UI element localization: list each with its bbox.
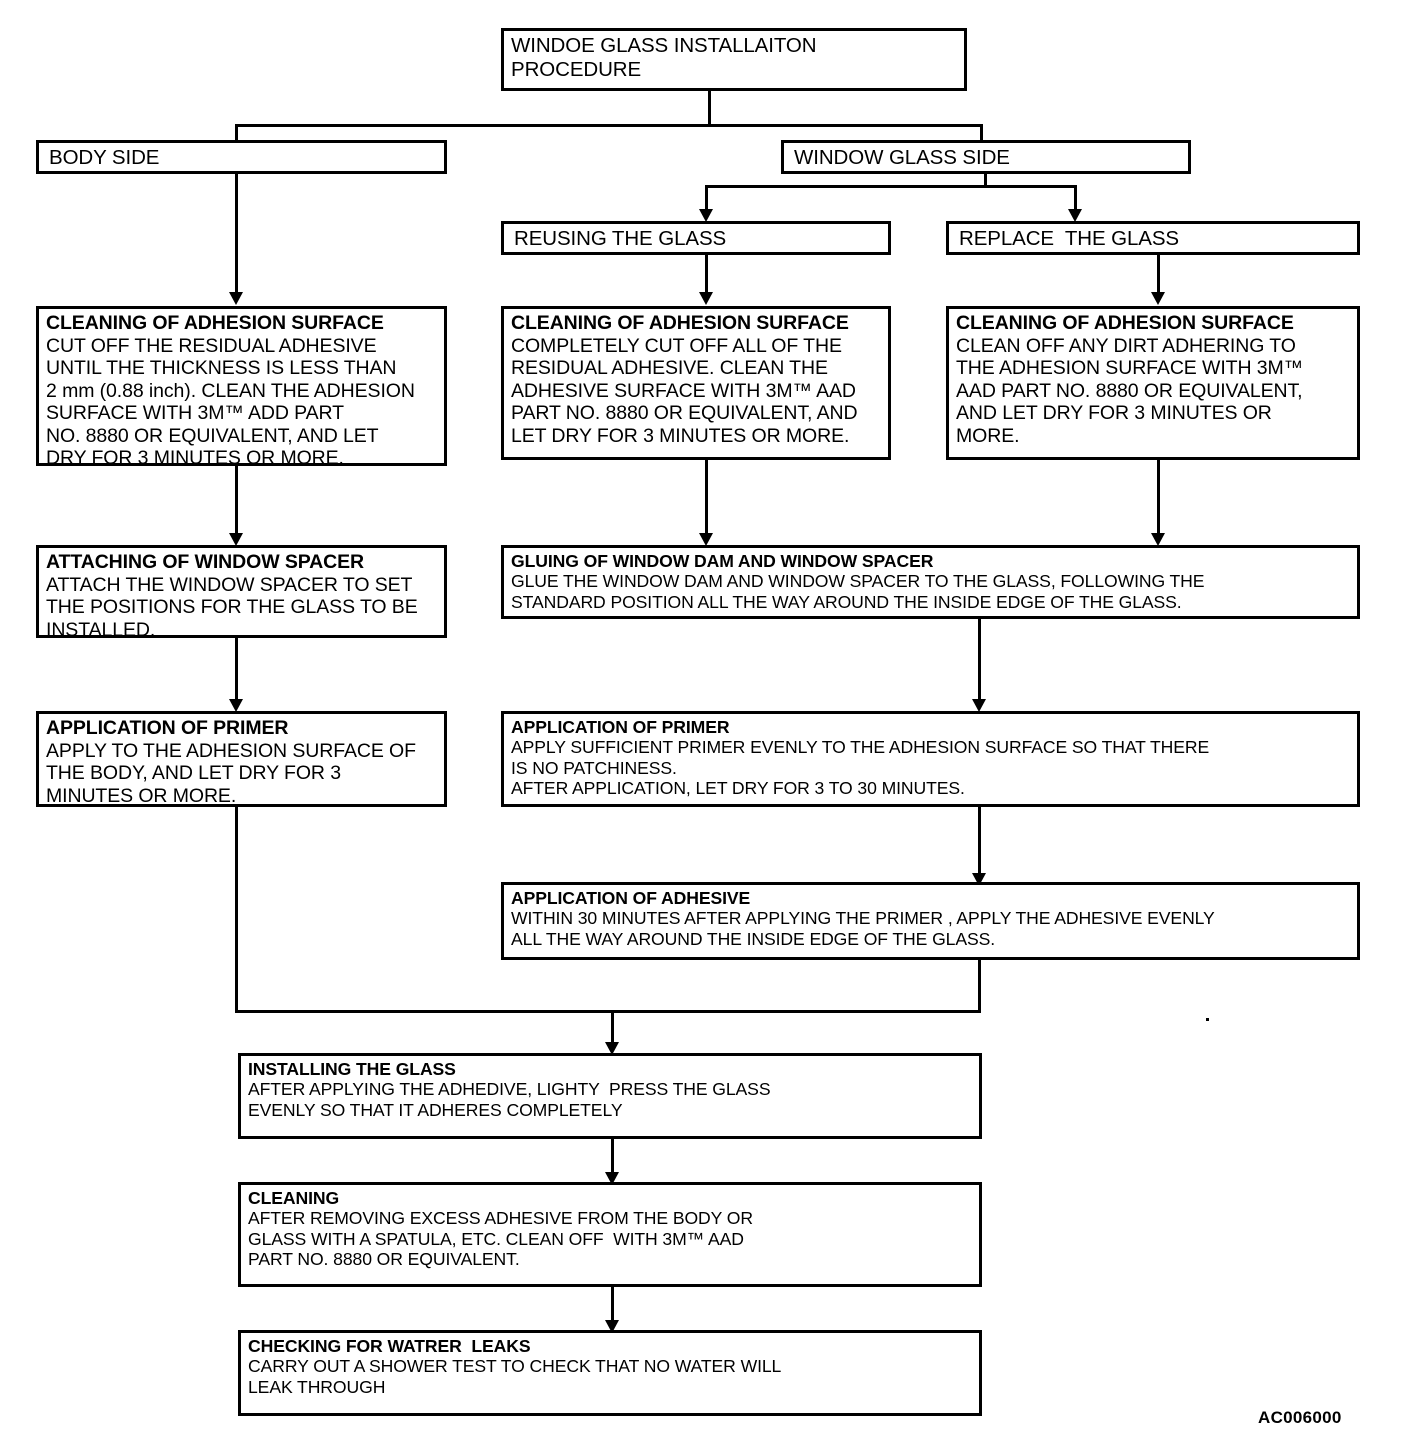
branch-body-side-label: BODY SIDE (49, 145, 160, 169)
title-box: WINDOE GLASS INSTALLAITON PROCEDURE (501, 28, 967, 91)
connector-primer-glass-down (978, 807, 981, 883)
step-installing: INSTALLING THE GLASS AFTER APPLYING THE … (238, 1053, 982, 1139)
connector-title-down (708, 91, 711, 127)
step-gluing-heading: GLUING OF WINDOW DAM AND WINDOW SPACER (511, 551, 934, 571)
step-installing-heading: INSTALLING THE GLASS (248, 1059, 456, 1079)
step-primer-glass: APPLICATION OF PRIMER APPLY SUFFICIENT P… (501, 711, 1360, 807)
connector-to-replace (1074, 185, 1077, 213)
connector-merge-down (611, 1010, 614, 1050)
title-text: WINDOE GLASS INSTALLAITON PROCEDURE (511, 34, 817, 81)
arrowhead-water-leak (605, 1320, 619, 1333)
connector-split-top (235, 124, 983, 127)
step-primer-glass-heading: APPLICATION OF PRIMER (511, 717, 730, 737)
arrowhead-gluing-right (1151, 533, 1165, 546)
step-gluing-body: GLUE THE WINDOW DAM AND WINDOW SPACER TO… (511, 571, 1205, 612)
branch-reusing-the-glass: REUSING THE GLASS (501, 221, 891, 255)
arrowhead-reuse-cleaning (699, 292, 713, 305)
step-cleaning-text: AFTER REMOVING EXCESS ADHESIVE FROM THE … (248, 1208, 753, 1269)
step-adhesive-text: WITHIN 30 MINUTES AFTER APPLYING THE PRI… (511, 908, 1215, 949)
step-replace-cleaning-body: CLEAN OFF ANY DIRT ADHERING TO THE ADHES… (956, 334, 1304, 447)
step-water-leak-text: CARRY OUT A SHOWER TEST TO CHECK THAT NO… (248, 1356, 782, 1397)
connector-wgs-down (984, 174, 987, 188)
step-cleaning: CLEANING AFTER REMOVING EXCESS ADHESIVE … (238, 1182, 982, 1287)
connector-gluing-down (978, 619, 981, 705)
step-body-cleaning: CLEANING OF ADHESION SURFACE CUT OFF THE… (36, 306, 447, 466)
connector-right-branch-long (978, 960, 981, 1013)
branch-replace-the-glass: REPLACE THE GLASS (946, 221, 1360, 255)
step-reuse-cleaning: CLEANING OF ADHESION SURFACE COMPLETELY … (501, 306, 891, 460)
arrowhead-installing (605, 1042, 619, 1055)
connector-attaching-down (235, 638, 238, 705)
branch-body-side: BODY SIDE (36, 140, 447, 174)
step-replace-cleaning-heading: CLEANING OF ADHESION SURFACE (956, 312, 1294, 334)
arrowhead-primer-glass (972, 699, 986, 712)
step-body-cleaning-heading: CLEANING OF ADHESION SURFACE (46, 312, 384, 334)
scan-speck-1 (1206, 1018, 1209, 1021)
step-cleaning-heading: CLEANING (248, 1188, 340, 1208)
arrowhead-replace (1068, 209, 1082, 222)
step-reuse-cleaning-heading: CLEANING OF ADHESION SURFACE (511, 312, 849, 334)
step-reuse-cleaning-body: COMPLETELY CUT OFF ALL OF THE RESIDUAL A… (511, 334, 858, 447)
step-adhesive: APPLICATION OF ADHESIVE WITHIN 30 MINUTE… (501, 882, 1360, 960)
arrowhead-replace-cleaning (1151, 292, 1165, 305)
step-attaching-spacer-body: ATTACH THE WINDOW SPACER TO SET THE POSI… (46, 573, 418, 638)
branch-replace-label: REPLACE THE GLASS (959, 226, 1179, 250)
connector-body-cleaning-down (235, 466, 238, 538)
connector-left-branch-long (235, 807, 238, 1013)
connector-reuse-cleaning-down (705, 460, 708, 538)
connector-reusing-down (705, 255, 708, 296)
arrowhead-cleaning (605, 1172, 619, 1185)
connector-body-side-down (235, 174, 238, 296)
connector-to-body-side (235, 124, 238, 143)
arrowhead-reusing (699, 209, 713, 222)
figure-code: AC006000 (1258, 1408, 1342, 1427)
step-primer-body-text: APPLY TO THE ADHESION SURFACE OF THE BOD… (46, 739, 416, 807)
step-replace-cleaning: CLEANING OF ADHESION SURFACE CLEAN OFF A… (946, 306, 1360, 460)
connector-merge-horizontal (235, 1010, 981, 1013)
step-water-leak-check: CHECKING FOR WATRER LEAKS CARRY OUT A SH… (238, 1330, 982, 1416)
step-water-leak-heading: CHECKING FOR WATRER LEAKS (248, 1336, 531, 1356)
connector-installing-down (611, 1139, 614, 1181)
arrowhead-primer-body (229, 699, 243, 712)
arrowhead-attaching-spacer (229, 533, 243, 546)
step-body-cleaning-body: CUT OFF THE RESIDUAL ADHESIVE UNTIL THE … (46, 334, 415, 466)
step-adhesive-heading: APPLICATION OF ADHESIVE (511, 888, 751, 908)
arrowhead-gluing-left (699, 533, 713, 546)
step-installing-text: AFTER APPLYING THE ADHEDIVE, LIGHTY PRES… (248, 1079, 771, 1120)
step-primer-body: APPLICATION OF PRIMER APPLY TO THE ADHES… (36, 711, 447, 807)
connector-replace-cleaning-down (1157, 460, 1160, 538)
connector-replace-down (1157, 255, 1160, 296)
branch-window-glass-side: WINDOW GLASS SIDE (781, 140, 1191, 174)
connector-wgs-split (705, 185, 1077, 188)
step-primer-body-heading: APPLICATION OF PRIMER (46, 717, 289, 739)
connector-to-reusing (705, 185, 708, 213)
connector-cleaning-down (611, 1287, 614, 1329)
step-primer-glass-text: APPLY SUFFICIENT PRIMER EVENLY TO THE AD… (511, 737, 1210, 798)
step-gluing-dam-spacer: GLUING OF WINDOW DAM AND WINDOW SPACER G… (501, 545, 1360, 619)
step-attaching-spacer: ATTACHING OF WINDOW SPACER ATTACH THE WI… (36, 545, 447, 638)
connector-to-window-glass-side (980, 124, 983, 143)
branch-reusing-label: REUSING THE GLASS (514, 226, 727, 250)
arrowhead-body-cleaning (229, 292, 243, 305)
step-attaching-spacer-heading: ATTACHING OF WINDOW SPACER (46, 551, 365, 573)
branch-window-glass-side-label: WINDOW GLASS SIDE (794, 145, 1010, 169)
